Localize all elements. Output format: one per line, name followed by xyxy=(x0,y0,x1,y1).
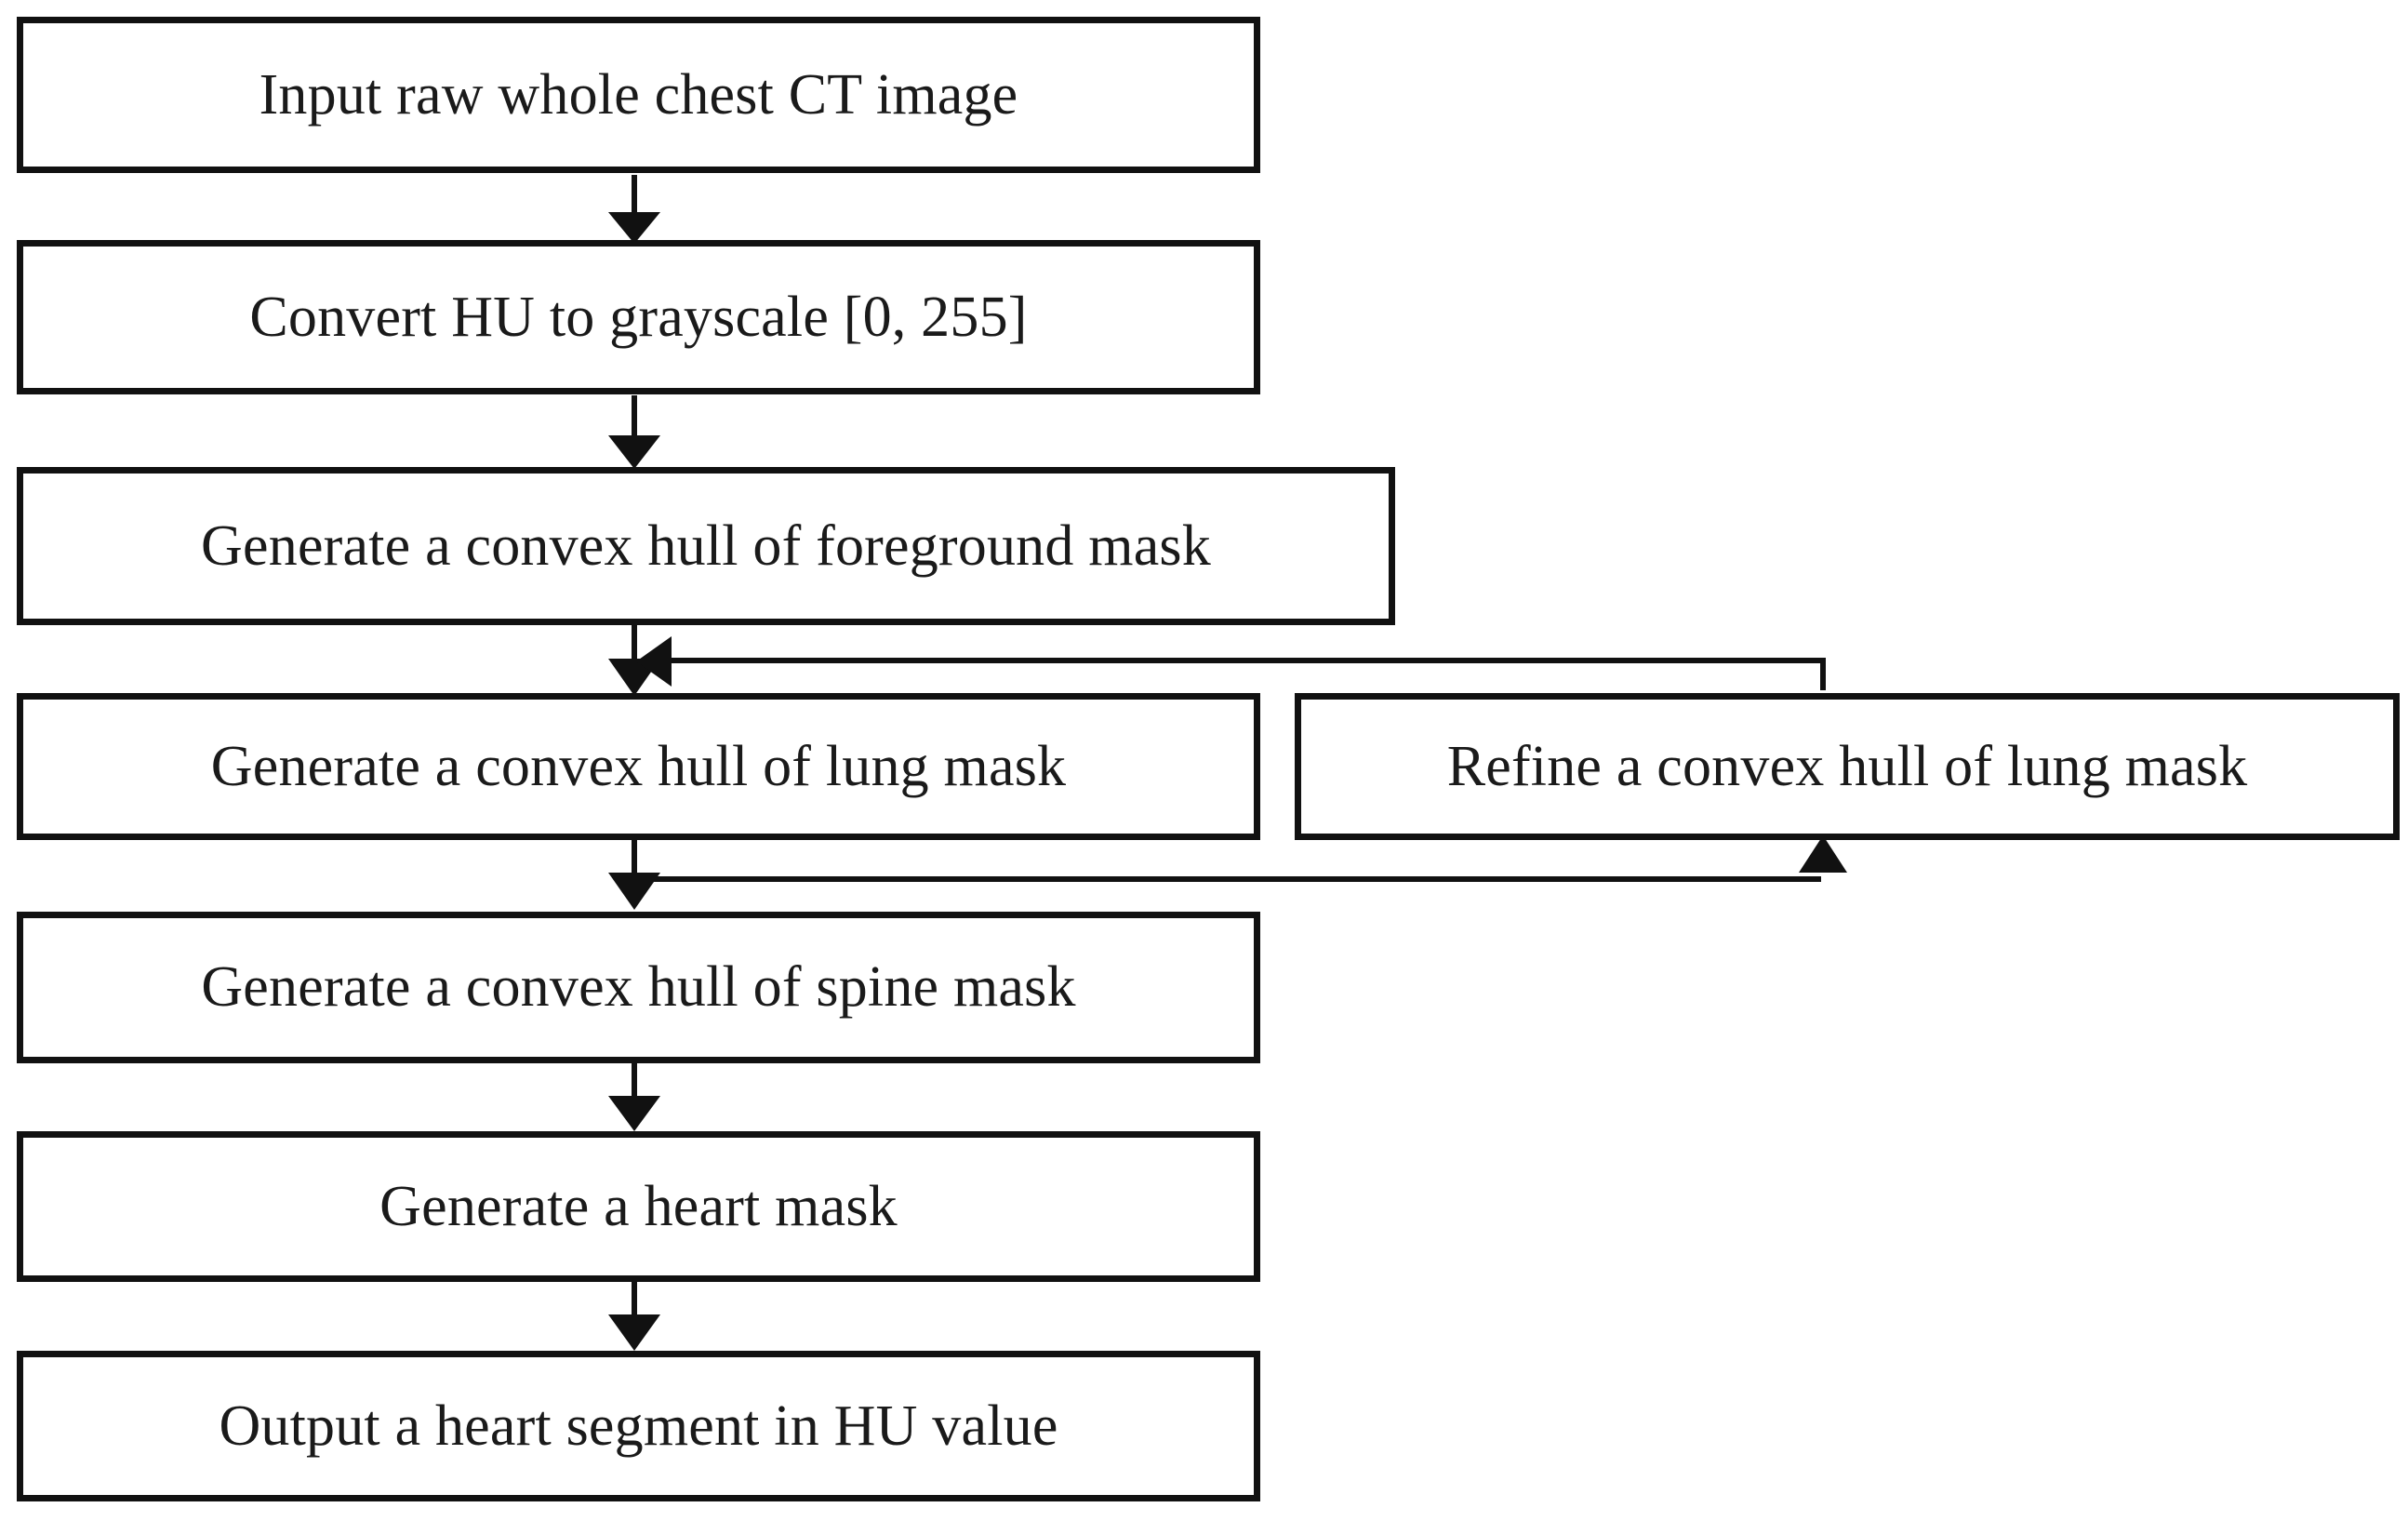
node-input-raw-ct[interactable]: Input raw whole chest CT image xyxy=(17,17,1260,173)
node-label: Output a heart segment in HU value xyxy=(219,1394,1058,1458)
node-convert-hu-to-grayscale[interactable]: Convert HU to grayscale [0, 255] xyxy=(17,240,1260,394)
node-label: Convert HU to grayscale [0, 255] xyxy=(249,285,1028,349)
node-label: Generate a heart mask xyxy=(379,1174,898,1238)
node-convex-hull-foreground-mask[interactable]: Generate a convex hull of foreground mas… xyxy=(17,467,1395,625)
edge-refine-feedback-to-lung xyxy=(636,636,1826,690)
node-convex-hull-spine-mask[interactable]: Generate a convex hull of spine mask xyxy=(17,912,1260,1063)
node-label: Refine a convex hull of lung mask xyxy=(1446,734,2248,798)
node-label: Generate a convex hull of foreground mas… xyxy=(201,514,1211,578)
node-label: Generate a convex hull of spine mask xyxy=(201,955,1076,1020)
edge-heart-mask-to-output xyxy=(608,1282,660,1351)
node-generate-heart-mask[interactable]: Generate a heart mask xyxy=(17,1131,1260,1282)
edge-convert-to-foreground xyxy=(608,395,660,469)
node-refine-convex-hull-lung-mask[interactable]: Refine a convex hull of lung mask xyxy=(1295,693,2400,840)
node-label: Generate a convex hull of lung mask xyxy=(210,734,1067,798)
node-output-heart-segment[interactable]: Output a heart segment in HU value xyxy=(17,1351,1260,1501)
edge-foreground-to-lung xyxy=(608,625,660,696)
node-label: Input raw whole chest CT image xyxy=(259,62,1018,127)
edge-lung-to-spine xyxy=(608,840,660,910)
edge-spine-to-heart-mask xyxy=(608,1063,660,1131)
node-convex-hull-lung-mask[interactable]: Generate a convex hull of lung mask xyxy=(17,693,1260,840)
edge-input-to-convert xyxy=(608,175,660,244)
edge-lung-to-refine xyxy=(632,835,1847,882)
